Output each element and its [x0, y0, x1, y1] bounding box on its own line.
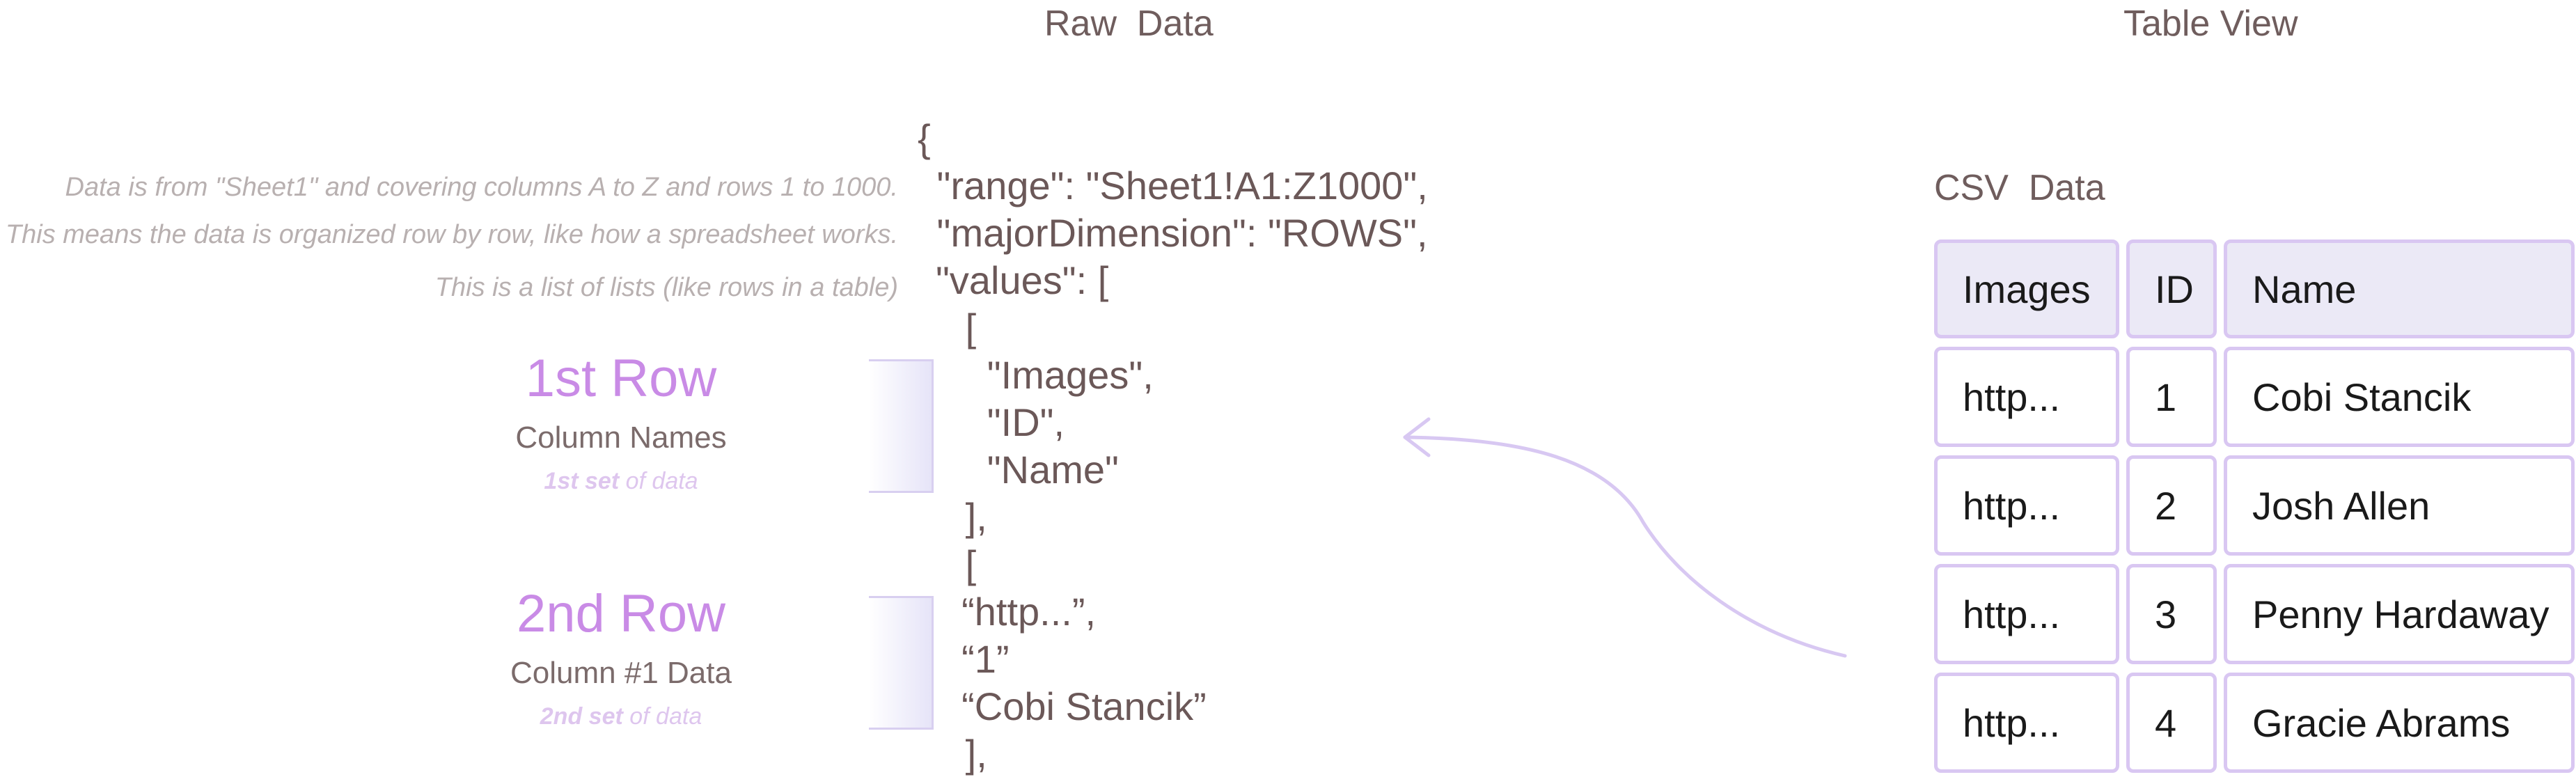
table-cell: http... [1934, 564, 2119, 664]
code-line: "Name" [933, 448, 1119, 492]
row-label-subtitle: Column #1 Data [510, 656, 732, 690]
code-line: "values": [ [936, 258, 1109, 302]
row-label-hint-bold: 1st set [544, 468, 620, 494]
csv-data-title: CSV Data [1934, 168, 2105, 208]
table-cell: 2 [2126, 455, 2217, 556]
code-line: { [918, 116, 931, 160]
code-line: [ [933, 306, 977, 350]
row-label-2: 2nd Row Column #1 Data 2nd set of data [461, 588, 781, 730]
table-cell: Penny Hardaway [2224, 564, 2575, 664]
table-cell: Cobi Stancik [2224, 347, 2575, 447]
code-line: “http...”, [940, 590, 1097, 634]
row-label-hint-rest: of data [619, 468, 698, 494]
table-cell: 4 [2126, 673, 2217, 773]
code-line: "Images", [933, 353, 1154, 397]
table-cell: Gracie Abrams [2224, 673, 2575, 773]
code-line: "range": "Sheet1!A1:Z1000", [926, 164, 1428, 207]
range-annotation: Data is from "Sheet1" and covering colum… [65, 173, 898, 202]
row-label-hint: 1st set of data [461, 468, 781, 495]
table-header-cell: ID [2126, 240, 2217, 338]
values-annotation: This is a list of lists (like rows in a … [434, 273, 898, 302]
code-line: ], [933, 732, 987, 776]
dimension-annotation: This means the data is organized row by … [5, 220, 898, 249]
table-view-header: Table View [2123, 3, 2298, 44]
table-cell: 1 [2126, 347, 2217, 447]
code-line: “1” [940, 637, 1010, 681]
code-line: ], [933, 495, 987, 539]
code-line: “Cobi Stancik” [940, 684, 1207, 728]
raw-data-header: Raw Data [1044, 3, 1214, 44]
row-label-1: 1st Row Column Names 1st set of data [461, 352, 781, 495]
code-line: [ [933, 542, 977, 586]
row-1-bracket [869, 359, 934, 493]
row-label-hint-bold: 2nd set [540, 703, 623, 730]
row-label-hint-rest: of data [622, 703, 702, 730]
table-cell: 3 [2126, 564, 2217, 664]
code-line: "ID", [933, 400, 1065, 444]
table-cell: http... [1934, 673, 2119, 773]
curved-arrow-icon [1403, 417, 1847, 658]
table-cell: http... [1934, 347, 2119, 447]
row-2-bracket [869, 596, 934, 730]
table-header-cell: Images [1934, 240, 2119, 338]
table-cell: http... [1934, 455, 2119, 556]
row-label-hint: 2nd set of data [461, 703, 781, 730]
row-label-title: 2nd Row [517, 584, 725, 643]
table-header-cell: Name [2224, 240, 2575, 338]
code-line: "majorDimension": "ROWS", [926, 211, 1428, 255]
table-cell: Josh Allen [2224, 455, 2575, 556]
row-label-subtitle: Column Names [515, 421, 727, 455]
row-label-title: 1st Row [525, 349, 717, 408]
